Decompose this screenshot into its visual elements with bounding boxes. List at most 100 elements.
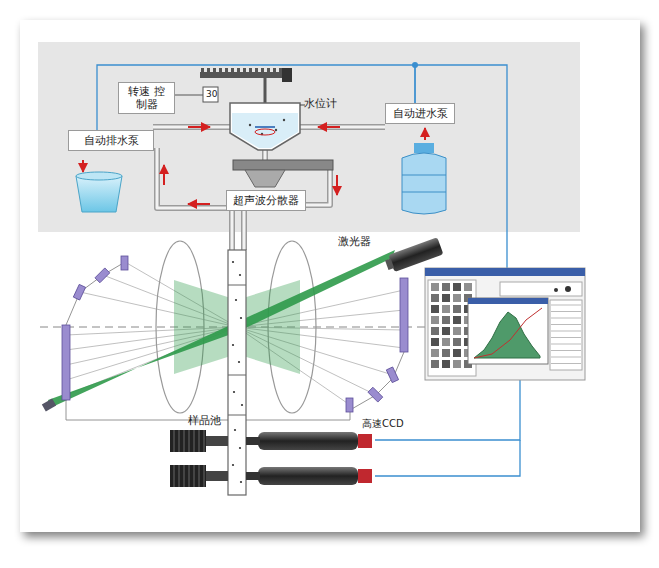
heatsink-fin [184,465,185,487]
heatsink-fin [194,465,195,487]
ultrasonic-unit [233,160,333,187]
particle [232,344,234,346]
particle-thumb [431,294,439,302]
water-bottle [402,143,446,214]
particle-thumb [453,360,461,368]
part-label: 水位计 [304,97,337,110]
particle [239,447,241,449]
heatsink-fin [174,430,175,452]
node-text: 转速 控制器 [124,85,169,111]
back-detector [42,399,56,412]
heatsink-fin [179,465,180,487]
particle-thumb [453,305,461,313]
particle-thumb [431,338,439,346]
particle-thumb [431,316,439,324]
particle-thumb [453,283,461,291]
particle-thumb [431,360,439,368]
particle-thumb [442,283,450,291]
particle-thumb [431,327,439,335]
gear-tooth [261,68,264,72]
signal-wire [97,65,415,130]
table-row [551,350,581,351]
heatsink-fin [184,430,185,452]
particle-thumb [442,327,450,335]
particle [240,317,242,319]
ccd-cameras [170,430,372,487]
particle-thumb [442,349,450,357]
heatsink-fin [179,430,180,452]
particle-thumb [442,316,450,324]
part-label: 激光器 [338,235,371,248]
particle-thumb [453,338,461,346]
table-row [551,363,581,364]
gear-tooth [201,68,204,72]
controller-box: 转速 控制器 [118,82,175,114]
heatsink-fin [199,465,200,487]
gear-tooth [237,68,240,72]
particle-thumb [442,360,450,368]
gear-tooth [213,68,216,72]
particle [233,391,235,393]
table-row [551,311,581,312]
gear-tooth [255,68,258,72]
part-label: 高速CCD [362,418,404,430]
gear-tooth [273,68,276,72]
particle-thumb [453,349,461,357]
particle-thumb [453,316,461,324]
particle-thumb [431,283,439,291]
heatsink-fin [189,430,190,452]
particle-thumb [442,338,450,346]
pump-box: 自动排水泵 [68,130,154,151]
node-text: 自动进水泵 [392,107,448,120]
particle-thumb [464,283,472,291]
particle [235,299,237,301]
software-screenshot [425,268,585,380]
laser-beam [48,250,395,408]
heatsink-fin [204,430,205,452]
particle [234,429,236,431]
particle-thumb [442,294,450,302]
particle [238,361,240,363]
gear-tooth [267,68,270,72]
gear-tooth [231,68,234,72]
table-row [551,305,581,306]
table-row [551,344,581,345]
node-text: 超声波分散器 [233,194,299,207]
particle [232,261,234,263]
table-row [551,357,581,358]
table-row [551,331,581,332]
particle-thumb [431,305,439,313]
gear-tooth [219,68,222,72]
part-label: 样品池 [188,414,221,427]
gear-tooth [279,68,282,72]
heatsink-fin [189,465,190,487]
card [20,20,640,532]
sample-cell [228,250,246,495]
gear-tooth [225,68,228,72]
speed-dial [203,87,218,102]
dial-wire [175,95,203,96]
particle [240,481,242,483]
gear-tooth [243,68,246,72]
dial-value: 30 [206,89,217,100]
heatsink-fin [199,430,200,452]
particle-thumb [442,305,450,313]
table-row [551,324,581,325]
pump-box: 自动进水泵 [385,103,455,124]
heatsink-fin [194,430,195,452]
particle-thumb [453,294,461,302]
table-row [551,318,581,319]
particle [239,274,241,276]
device-label-box: 超声波分散器 [226,190,306,211]
particle-thumb [431,349,439,357]
gear-tooth [207,68,210,72]
mixing-tank [230,103,305,150]
particle [241,404,243,406]
particle-thumb [453,327,461,335]
heatsink-fin [174,465,175,487]
table-row [551,337,581,338]
particle [232,464,234,466]
